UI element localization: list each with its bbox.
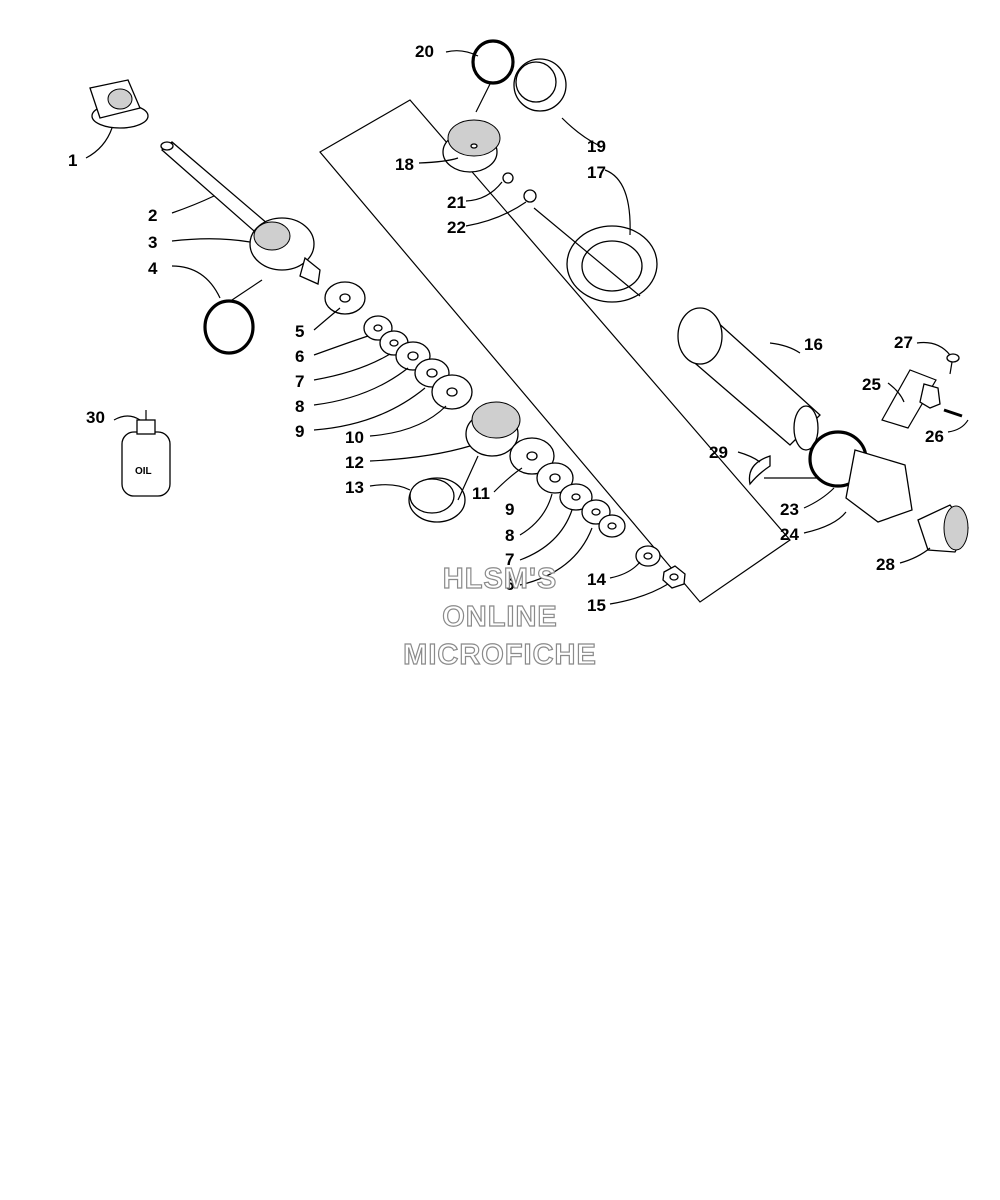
callout-29: 29 — [709, 443, 728, 462]
callout-6: 6 — [295, 347, 304, 366]
callout-17: 17 — [587, 163, 606, 182]
callout-2: 2 — [148, 206, 157, 225]
callout-8-lower: 8 — [505, 526, 514, 545]
leader-lines — [85, 50, 969, 605]
part-21-small-ring — [502, 172, 514, 184]
callout-3: 3 — [148, 233, 157, 252]
callout-26: 26 — [925, 427, 944, 446]
part-20-o-ring — [471, 39, 515, 85]
part-22-ball — [523, 189, 537, 203]
callout-27: 27 — [894, 333, 913, 352]
part-16-shock-body — [677, 307, 821, 451]
part-24-body-end — [845, 449, 913, 523]
callout-7: 7 — [295, 372, 304, 391]
washer-stack-lower — [509, 437, 626, 538]
callout-9-lower: 9 — [505, 500, 514, 519]
callout-5: 5 — [295, 322, 304, 341]
part-4-o-ring — [203, 299, 255, 355]
watermark-line-2: ONLINE — [442, 601, 558, 633]
part-12-piston — [465, 401, 521, 457]
part-14-washer — [635, 545, 661, 567]
callout-28: 28 — [876, 555, 895, 574]
callout-24: 24 — [780, 525, 799, 544]
part-28-bushing — [917, 504, 969, 553]
part-13-piston-band — [408, 477, 466, 523]
part-26-pin — [943, 408, 963, 418]
callout-30: 30 — [86, 408, 105, 427]
callout-13: 13 — [345, 478, 364, 497]
callout-23: 23 — [780, 500, 799, 519]
callout-21: 21 — [447, 193, 466, 212]
callout-11: 11 — [472, 484, 490, 503]
callout-19: 19 — [587, 137, 606, 156]
part-1-eye-bushing — [89, 79, 149, 129]
part-15-nut — [662, 565, 686, 589]
callout-14: 14 — [587, 570, 606, 589]
part-25-valve-box — [881, 369, 937, 429]
oil-bottle-label: OIL — [135, 466, 152, 477]
part-27-screw — [946, 353, 960, 375]
callout-25: 25 — [862, 375, 881, 394]
callout-15: 15 — [587, 596, 606, 615]
callout-7-lower: 7 — [505, 550, 514, 569]
callout-1: 1 — [68, 151, 77, 170]
watermark-line-3: MICROFICHE — [403, 639, 597, 671]
callout-18: 18 — [395, 155, 414, 174]
part-25-valve — [919, 383, 941, 409]
assembly-outline — [319, 99, 791, 603]
callout-22: 22 — [447, 218, 466, 237]
callout-8: 8 — [295, 397, 304, 416]
callout-6-lower: 6 — [505, 575, 514, 594]
part-30-oil-bottle — [121, 410, 171, 497]
callout-9: 9 — [295, 422, 304, 441]
part-19-ring — [513, 58, 567, 112]
washer-stack-upper — [324, 281, 473, 410]
callout-10: 10 — [345, 428, 364, 447]
callout-20: 20 — [415, 42, 434, 61]
part-18-reservoir-cap — [442, 119, 501, 173]
part-17-spring-seat — [566, 225, 658, 303]
callout-4: 4 — [148, 259, 158, 278]
part-3-seal-head — [249, 217, 321, 285]
callout-16: 16 — [804, 335, 823, 354]
callout-labels: 1 2 3 4 5 6 7 8 9 10 11 12 13 14 15 16 1… — [68, 42, 944, 615]
watermark-line-1: HLSM'S — [443, 563, 557, 595]
callout-12: 12 — [345, 453, 364, 472]
watermark: HLSM'S ONLINE MICROFICHE — [403, 562, 597, 671]
part-29-hose — [748, 455, 771, 486]
